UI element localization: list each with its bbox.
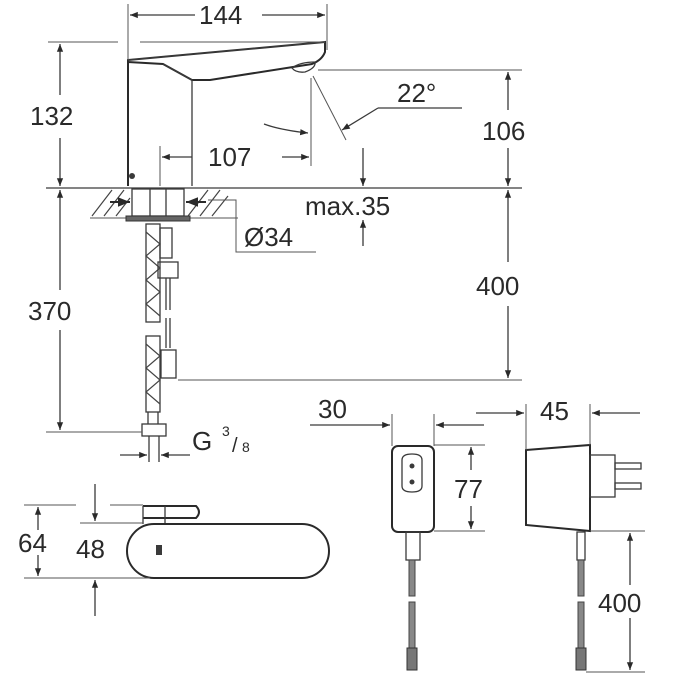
thread-slash: /	[232, 435, 238, 457]
dimension-hose-length: 370	[28, 190, 142, 433]
dimension-thread: G 3 / 8	[120, 423, 250, 459]
dimension-outlet-height: 106	[318, 69, 525, 186]
thread-g-label: G	[192, 426, 212, 456]
thread-den-label: 8	[242, 439, 250, 455]
dim-45-label: 45	[540, 396, 569, 426]
adapter-front-view: 30 77	[310, 394, 485, 671]
dim-107-label: 107	[208, 142, 251, 172]
dim-48-label: 48	[76, 534, 105, 564]
deck-section	[46, 187, 522, 222]
dim-132-label: 132	[30, 101, 73, 131]
dimension-hole-diameter: Ø34	[208, 199, 316, 253]
faucet-side-view	[127, 40, 326, 186]
dim-64-label: 64	[18, 528, 47, 558]
dimension-spout-reach: 107	[159, 78, 312, 186]
thread-num-label: 3	[222, 423, 230, 439]
dim-400-supply-label: 400	[476, 271, 519, 301]
faucet-top-view: 64 48	[18, 484, 330, 616]
supply-hose	[141, 223, 179, 462]
dim-o34-label: Ø34	[244, 222, 293, 252]
dim-370-label: 370	[28, 296, 71, 326]
dimension-supply-length: 400	[178, 190, 522, 381]
dim-144-label: 144	[199, 0, 242, 30]
dim-77-label: 77	[454, 474, 483, 504]
adapter-side-view: 45 400	[476, 396, 645, 673]
dim-400-cable-label: 400	[598, 588, 641, 618]
dim-max35-label: max.35	[305, 191, 390, 221]
dimension-faucet-height: 132	[30, 41, 325, 186]
dimension-spray-angle: 22°	[263, 75, 462, 141]
dimension-deck-thickness: max.35	[305, 148, 390, 246]
dim-30-label: 30	[318, 394, 347, 424]
dimension-spout-length: 144	[127, 0, 328, 60]
dim-22-label: 22°	[397, 78, 436, 108]
dim-106-label: 106	[482, 116, 525, 146]
